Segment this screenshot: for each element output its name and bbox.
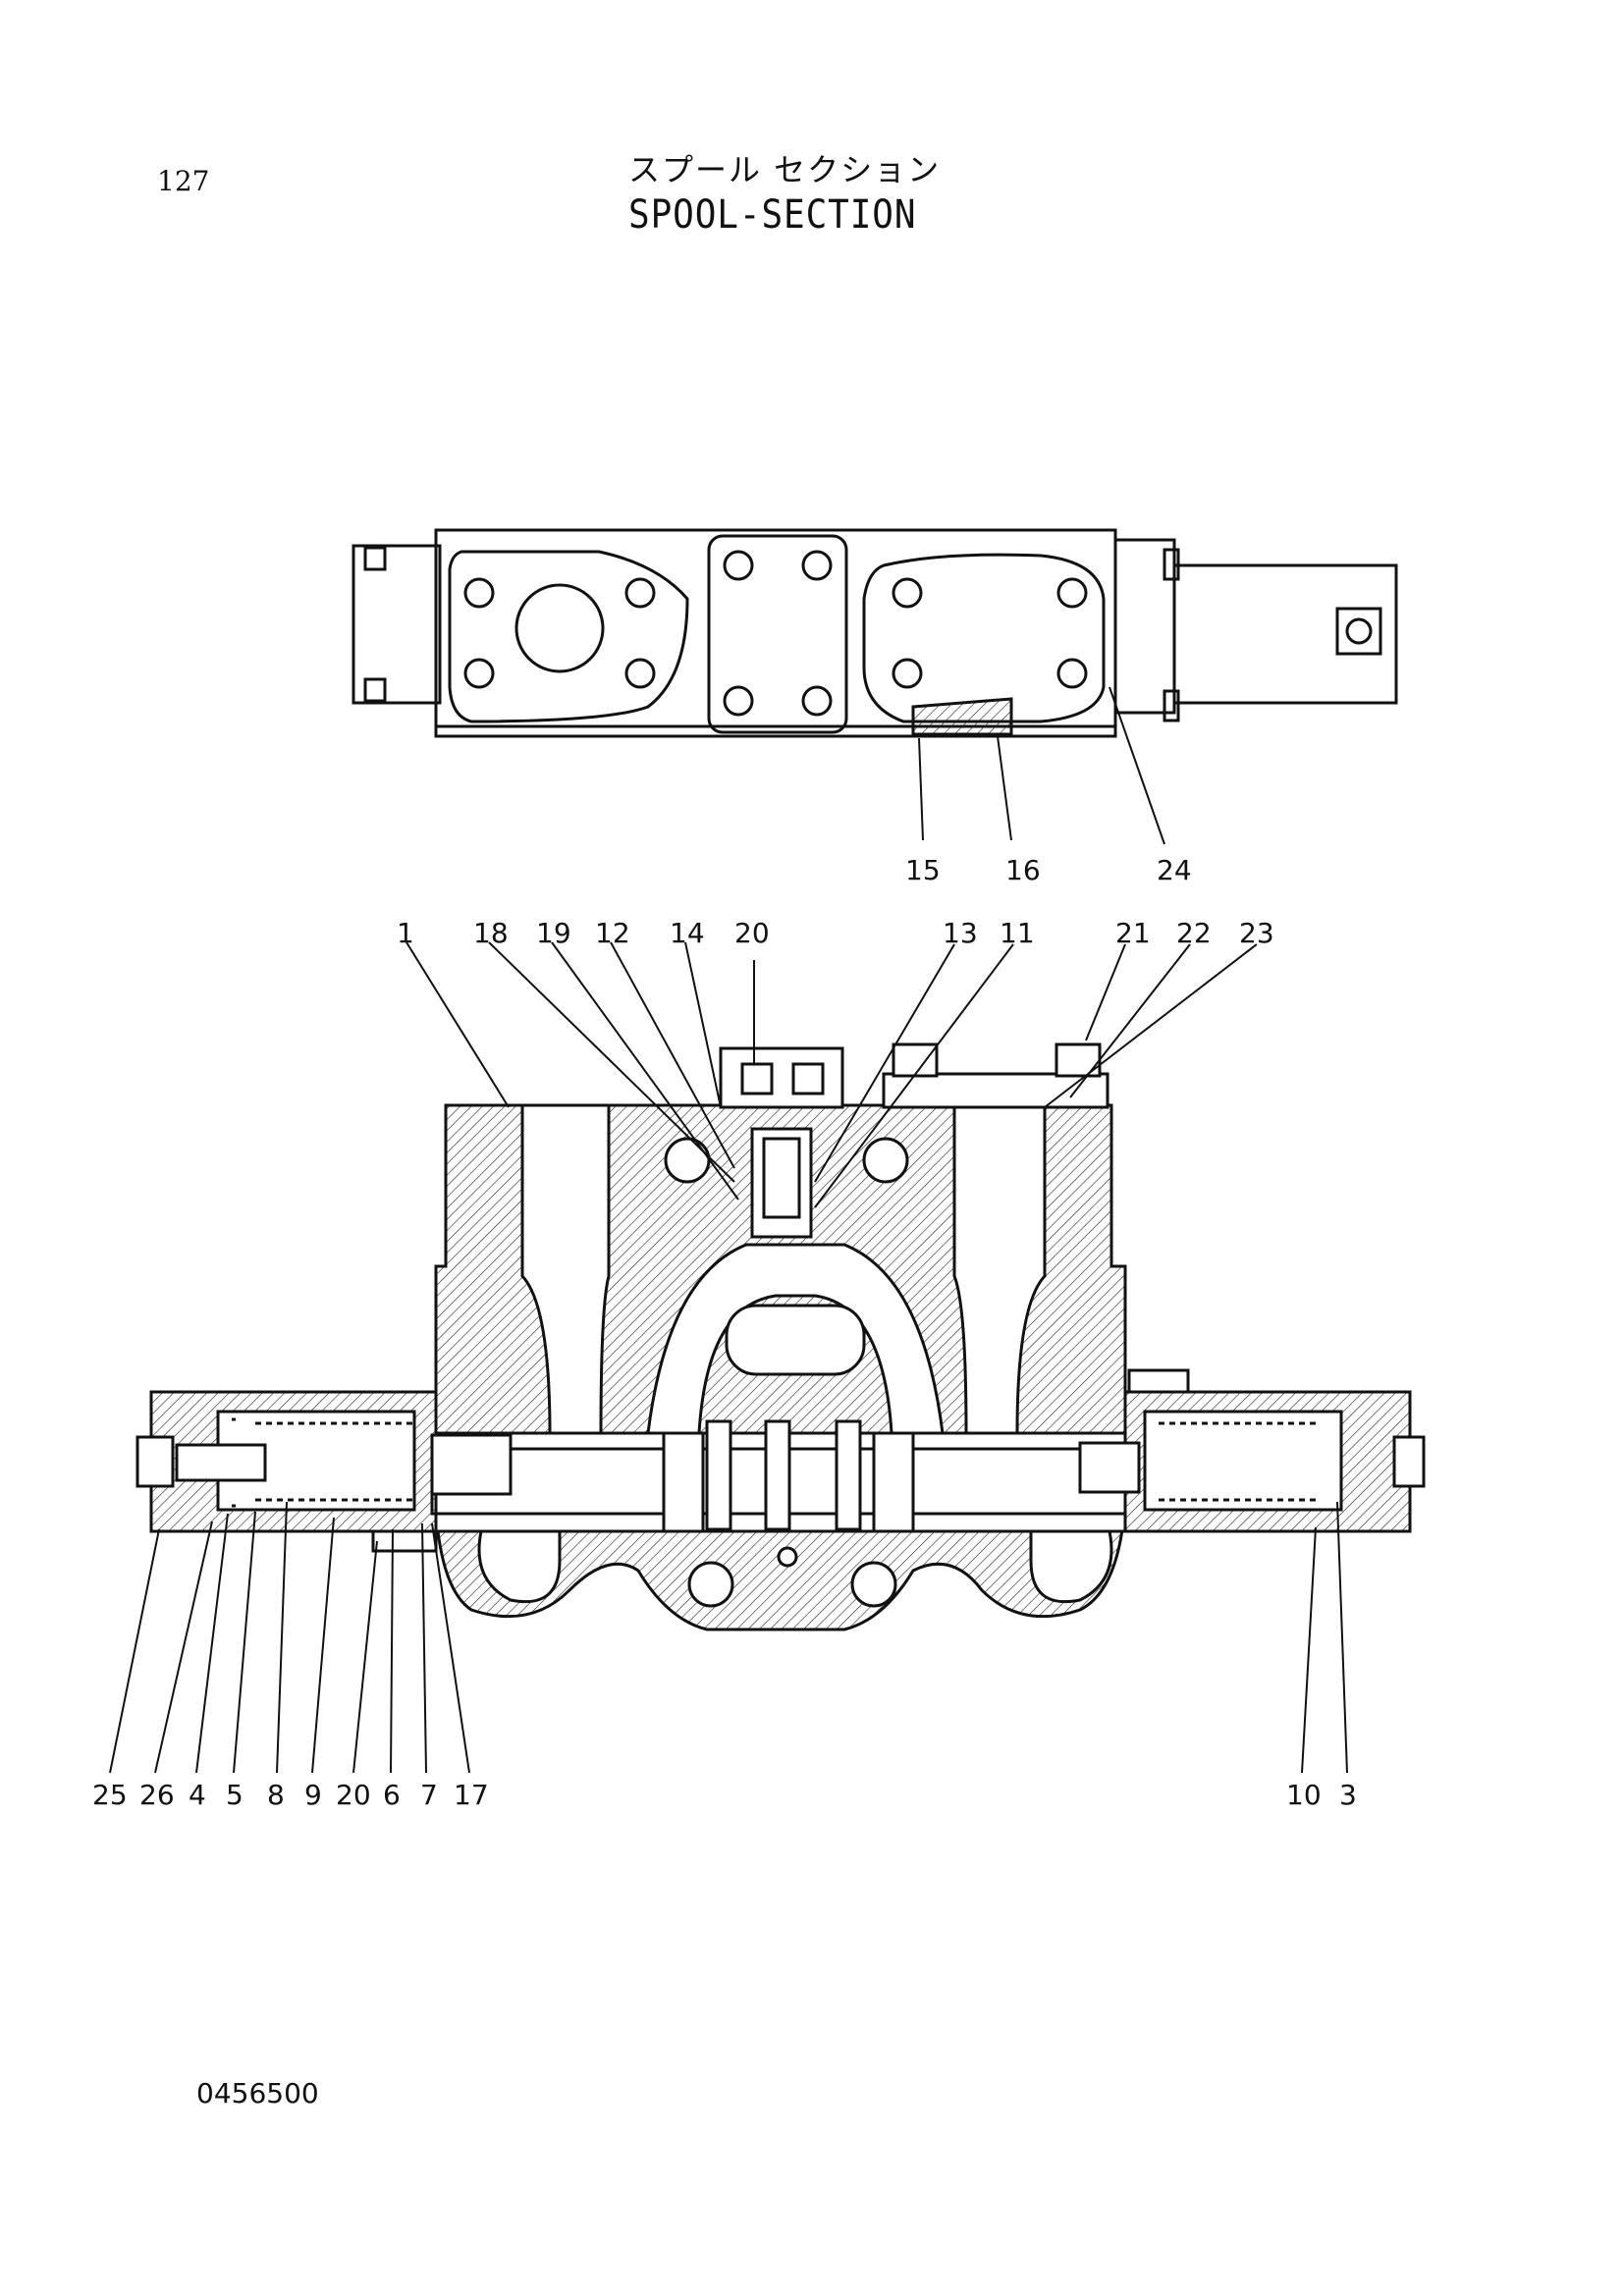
document-code: 0456500 bbox=[196, 2077, 319, 2109]
callout-13: 13 bbox=[943, 917, 978, 949]
callout-21: 21 bbox=[1115, 917, 1151, 949]
callout-4: 4 bbox=[189, 1779, 206, 1811]
callout-25: 25 bbox=[92, 1779, 128, 1811]
callout-23: 23 bbox=[1239, 917, 1274, 949]
callout-20-top: 20 bbox=[734, 917, 770, 949]
callout-15: 15 bbox=[905, 854, 941, 886]
callout-12: 12 bbox=[595, 917, 630, 949]
callout-1: 1 bbox=[397, 917, 414, 949]
title-english: SPOOL-SECTION bbox=[628, 192, 917, 238]
section-leaders bbox=[109, 941, 1348, 1774]
callout-14: 14 bbox=[670, 917, 705, 949]
callout-10: 10 bbox=[1286, 1779, 1322, 1811]
callout-6: 6 bbox=[383, 1779, 401, 1811]
callout-5: 5 bbox=[226, 1779, 243, 1811]
top-view-leaders bbox=[918, 686, 1165, 845]
top-view bbox=[352, 528, 1398, 738]
page-number: 127 bbox=[157, 165, 210, 197]
title-japanese: スプール セクション bbox=[628, 151, 942, 188]
callout-19: 19 bbox=[536, 917, 571, 949]
callout-3: 3 bbox=[1339, 1779, 1357, 1811]
callout-26: 26 bbox=[139, 1779, 175, 1811]
callout-20-bottom: 20 bbox=[336, 1779, 371, 1811]
callout-17: 17 bbox=[454, 1779, 489, 1811]
callout-7: 7 bbox=[420, 1779, 438, 1811]
callout-11: 11 bbox=[1000, 917, 1035, 949]
callout-18: 18 bbox=[473, 917, 509, 949]
callout-16: 16 bbox=[1005, 854, 1041, 886]
callout-9: 9 bbox=[304, 1779, 322, 1811]
callout-8: 8 bbox=[267, 1779, 285, 1811]
callout-24: 24 bbox=[1157, 854, 1192, 886]
section-view bbox=[135, 1042, 1426, 1631]
callout-22: 22 bbox=[1176, 917, 1212, 949]
